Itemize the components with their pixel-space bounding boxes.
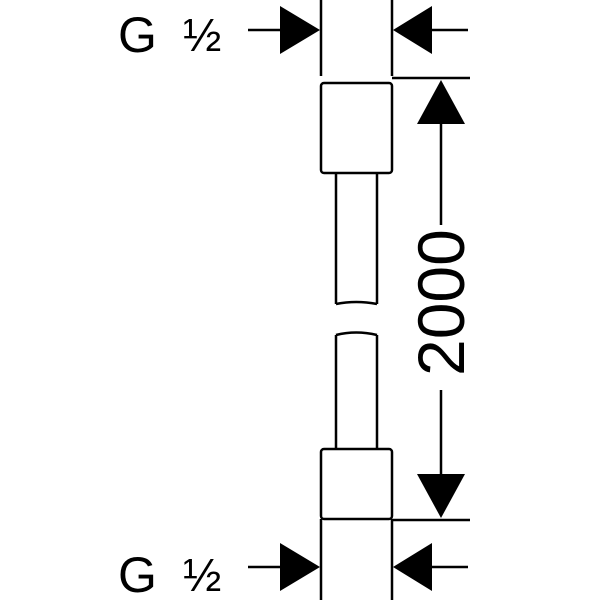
length-arrow-down xyxy=(417,474,465,518)
top-thread-letter: G xyxy=(118,7,157,63)
hose-upper-segment xyxy=(334,173,379,306)
hose-lower-segment xyxy=(334,331,379,449)
length-dimension-value: 2000 xyxy=(404,229,478,376)
top-fitting xyxy=(319,81,394,175)
top-right-arrow xyxy=(393,6,432,54)
bottom-thread-letter: G xyxy=(118,547,157,603)
length-dimension-line xyxy=(417,80,465,518)
bottom-fitting xyxy=(319,447,394,521)
bottom-thread-arrows xyxy=(248,543,468,591)
bottom-thread-size: ½ xyxy=(183,549,222,601)
bottom-right-arrow xyxy=(393,543,432,591)
length-arrow-up xyxy=(417,80,465,124)
bottom-left-arrow xyxy=(280,543,320,591)
top-left-arrow xyxy=(280,6,320,54)
top-thread-size: ½ xyxy=(183,9,222,61)
top-thread-arrows xyxy=(248,6,468,54)
